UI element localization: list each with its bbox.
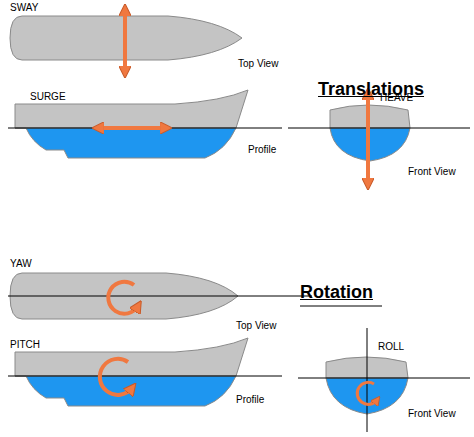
view-label: Front View <box>408 166 456 177</box>
hull-profile-above <box>15 90 248 128</box>
motion-name: SURGE <box>30 91 66 102</box>
vertical-axis <box>367 328 368 432</box>
heading-rule <box>300 306 382 307</box>
hull-profile-above <box>15 338 248 376</box>
motion-name: PITCH <box>10 339 40 350</box>
hull-profile-below <box>15 128 236 158</box>
view-label: Top View <box>236 320 276 331</box>
centerline <box>8 296 312 297</box>
motion-name: SWAY <box>10 2 38 13</box>
waterline <box>288 128 470 129</box>
roll-arrow <box>357 382 377 404</box>
sway-arrow <box>123 10 127 72</box>
view-label: Profile <box>248 144 276 155</box>
waterline <box>8 376 282 377</box>
waterline <box>298 378 470 379</box>
yaw-arrow <box>108 282 138 314</box>
view-label: Top View <box>238 58 278 69</box>
pitch-arrow <box>100 359 132 395</box>
waterline <box>8 128 282 129</box>
section-heading: Rotation <box>300 283 373 303</box>
view-label: Profile <box>236 394 264 405</box>
view-label: Front View <box>408 408 456 419</box>
heave-arrow <box>366 94 370 184</box>
motion-name: YAW <box>10 258 32 269</box>
surge-arrow <box>98 126 166 130</box>
motion-name: ROLL <box>378 341 404 352</box>
motion-name: HEAVE <box>380 92 413 103</box>
